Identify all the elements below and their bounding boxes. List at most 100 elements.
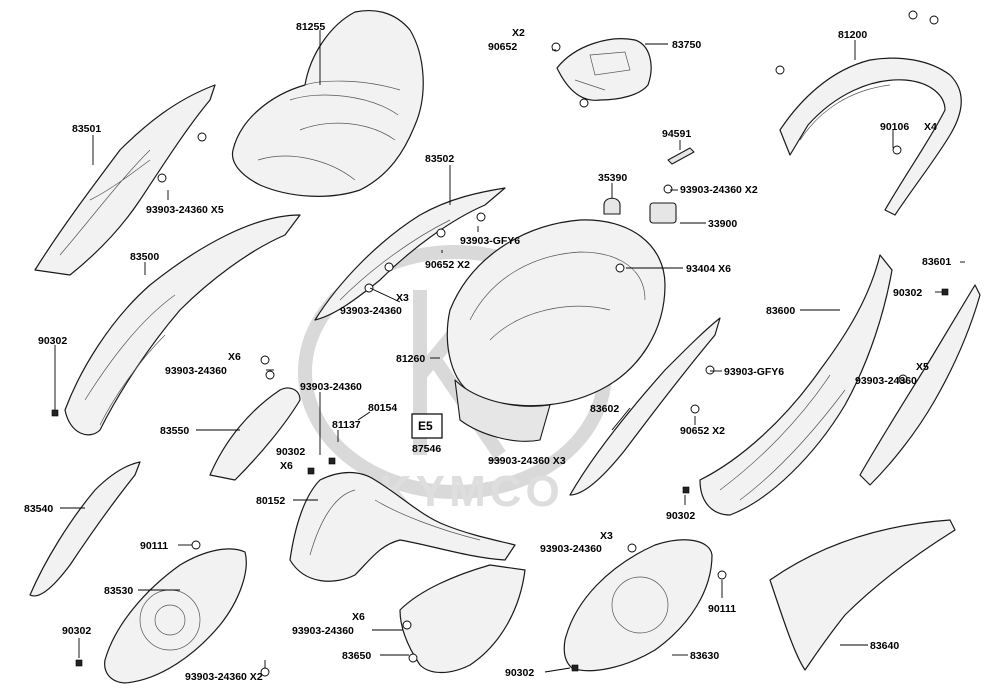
label-x6-a: X6 [228, 351, 241, 363]
label-x2-top: X2 [512, 27, 525, 39]
part-left-side-cover[interactable] [64, 214, 301, 436]
clip [682, 486, 690, 494]
label-93903-x2-a: 93903-24360 X2 [680, 184, 758, 196]
clip [75, 659, 83, 667]
label-x5-r: X5 [916, 361, 929, 373]
part-rear-top-cover[interactable] [556, 38, 652, 101]
part-fender-bracket[interactable] [289, 471, 516, 582]
label-83602: 83602 [590, 403, 619, 415]
screw [197, 132, 207, 142]
label-90652-top: 90652 [488, 41, 517, 53]
label-93903-d: 93903-24360 [165, 365, 227, 377]
label-83630: 83630 [690, 650, 719, 662]
part-seat[interactable] [231, 9, 424, 197]
screw [892, 145, 902, 155]
fasteners [51, 10, 949, 677]
part-relay[interactable] [649, 202, 677, 224]
screw [402, 620, 412, 630]
screw [191, 540, 201, 550]
label-x4: X4 [924, 121, 937, 133]
e5-mark-text: E5 [418, 419, 433, 433]
screw [929, 15, 939, 25]
part-lower-center-cover[interactable] [399, 564, 526, 674]
label-93903-h: 93903-24360 [292, 625, 354, 637]
label-83640: 83640 [870, 640, 899, 652]
leader-lines [54, 30, 965, 673]
part-left-upper-cover[interactable] [34, 84, 216, 276]
screw [260, 355, 270, 365]
label-33900: 33900 [708, 218, 737, 230]
label-83650: 83650 [342, 650, 371, 662]
screw [364, 283, 374, 293]
e5-mark: E5 [411, 413, 443, 439]
part-right-trim[interactable] [859, 284, 981, 486]
part-clip-94591[interactable] [667, 147, 695, 165]
label-94591: 94591 [662, 128, 691, 140]
label-90302-r: 90302 [893, 287, 922, 299]
clip [328, 457, 336, 465]
screw [690, 404, 700, 414]
label-83530: 83530 [104, 585, 133, 597]
screw [615, 263, 625, 273]
screw [908, 10, 918, 20]
screw [265, 370, 275, 380]
screw [157, 173, 167, 183]
label-80152: 80152 [256, 495, 285, 507]
screw [705, 365, 715, 375]
label-90302-m: 90302 [276, 446, 305, 458]
label-90302-mr: 90302 [666, 510, 695, 522]
label-93404: 93404 X6 [686, 263, 731, 275]
clip [941, 288, 949, 296]
screw [717, 570, 727, 580]
clip [51, 409, 59, 417]
label-83502: 83502 [425, 153, 454, 165]
label-93903-x5-a: 93903-24360 X5 [146, 204, 224, 216]
label-81255: 81255 [296, 21, 325, 33]
part-left-engine-cover[interactable] [104, 548, 247, 684]
label-90302-l: 90302 [38, 335, 67, 347]
label-83501: 83501 [72, 123, 101, 135]
label-90652-x2-a: 90652 X2 [425, 259, 470, 271]
label-81137: 81137 [332, 419, 361, 431]
screw [627, 543, 637, 553]
label-80154: 80154 [368, 402, 397, 414]
label-83601: 83601 [922, 256, 951, 268]
label-90302-bl: 90302 [62, 625, 91, 637]
label-83540: 83540 [24, 503, 53, 515]
screw [898, 374, 908, 384]
label-83600: 83600 [766, 305, 795, 317]
label-93903-x3: 93903-24360 X3 [488, 455, 566, 467]
screw [408, 653, 418, 663]
label-83750: 83750 [672, 39, 701, 51]
part-grab-rail[interactable] [779, 57, 962, 216]
part-rear-under-cover[interactable] [769, 519, 956, 671]
part-lower-left-trim[interactable] [29, 461, 141, 597]
label-81200: 81200 [838, 29, 867, 41]
part-labels: 81255 X2 90652 83750 81200 83501 90106 X… [24, 21, 951, 683]
label-x6-b: X6 [280, 460, 293, 472]
label-90111-r: 90111 [708, 603, 736, 615]
label-93903-g: 93903-24360 [540, 543, 602, 555]
part-storage-box[interactable] [446, 219, 666, 442]
label-93903-x2-b: 93903-24360 X2 [185, 671, 263, 683]
part-right-side-cover[interactable] [699, 254, 893, 516]
label-93903-gfy6-a: 93903-GFY6 [460, 235, 520, 247]
part-floor-side-inner[interactable] [209, 387, 301, 481]
label-90106: 90106 [880, 121, 909, 133]
label-87546: 87546 [412, 443, 441, 455]
label-93903-f: 93903-24360 [300, 381, 362, 393]
screw [384, 262, 394, 272]
part-cap[interactable] [603, 197, 621, 215]
screw [579, 98, 589, 108]
screw [663, 184, 673, 194]
clip [571, 664, 579, 672]
screw [551, 42, 561, 52]
screw [476, 212, 486, 222]
label-83550: 83550 [160, 425, 189, 437]
part-inner-trim[interactable] [569, 317, 721, 496]
label-83500: 83500 [130, 251, 159, 263]
label-93903-e: 93903-24360 [855, 375, 917, 387]
label-81260: 81260 [396, 353, 425, 365]
